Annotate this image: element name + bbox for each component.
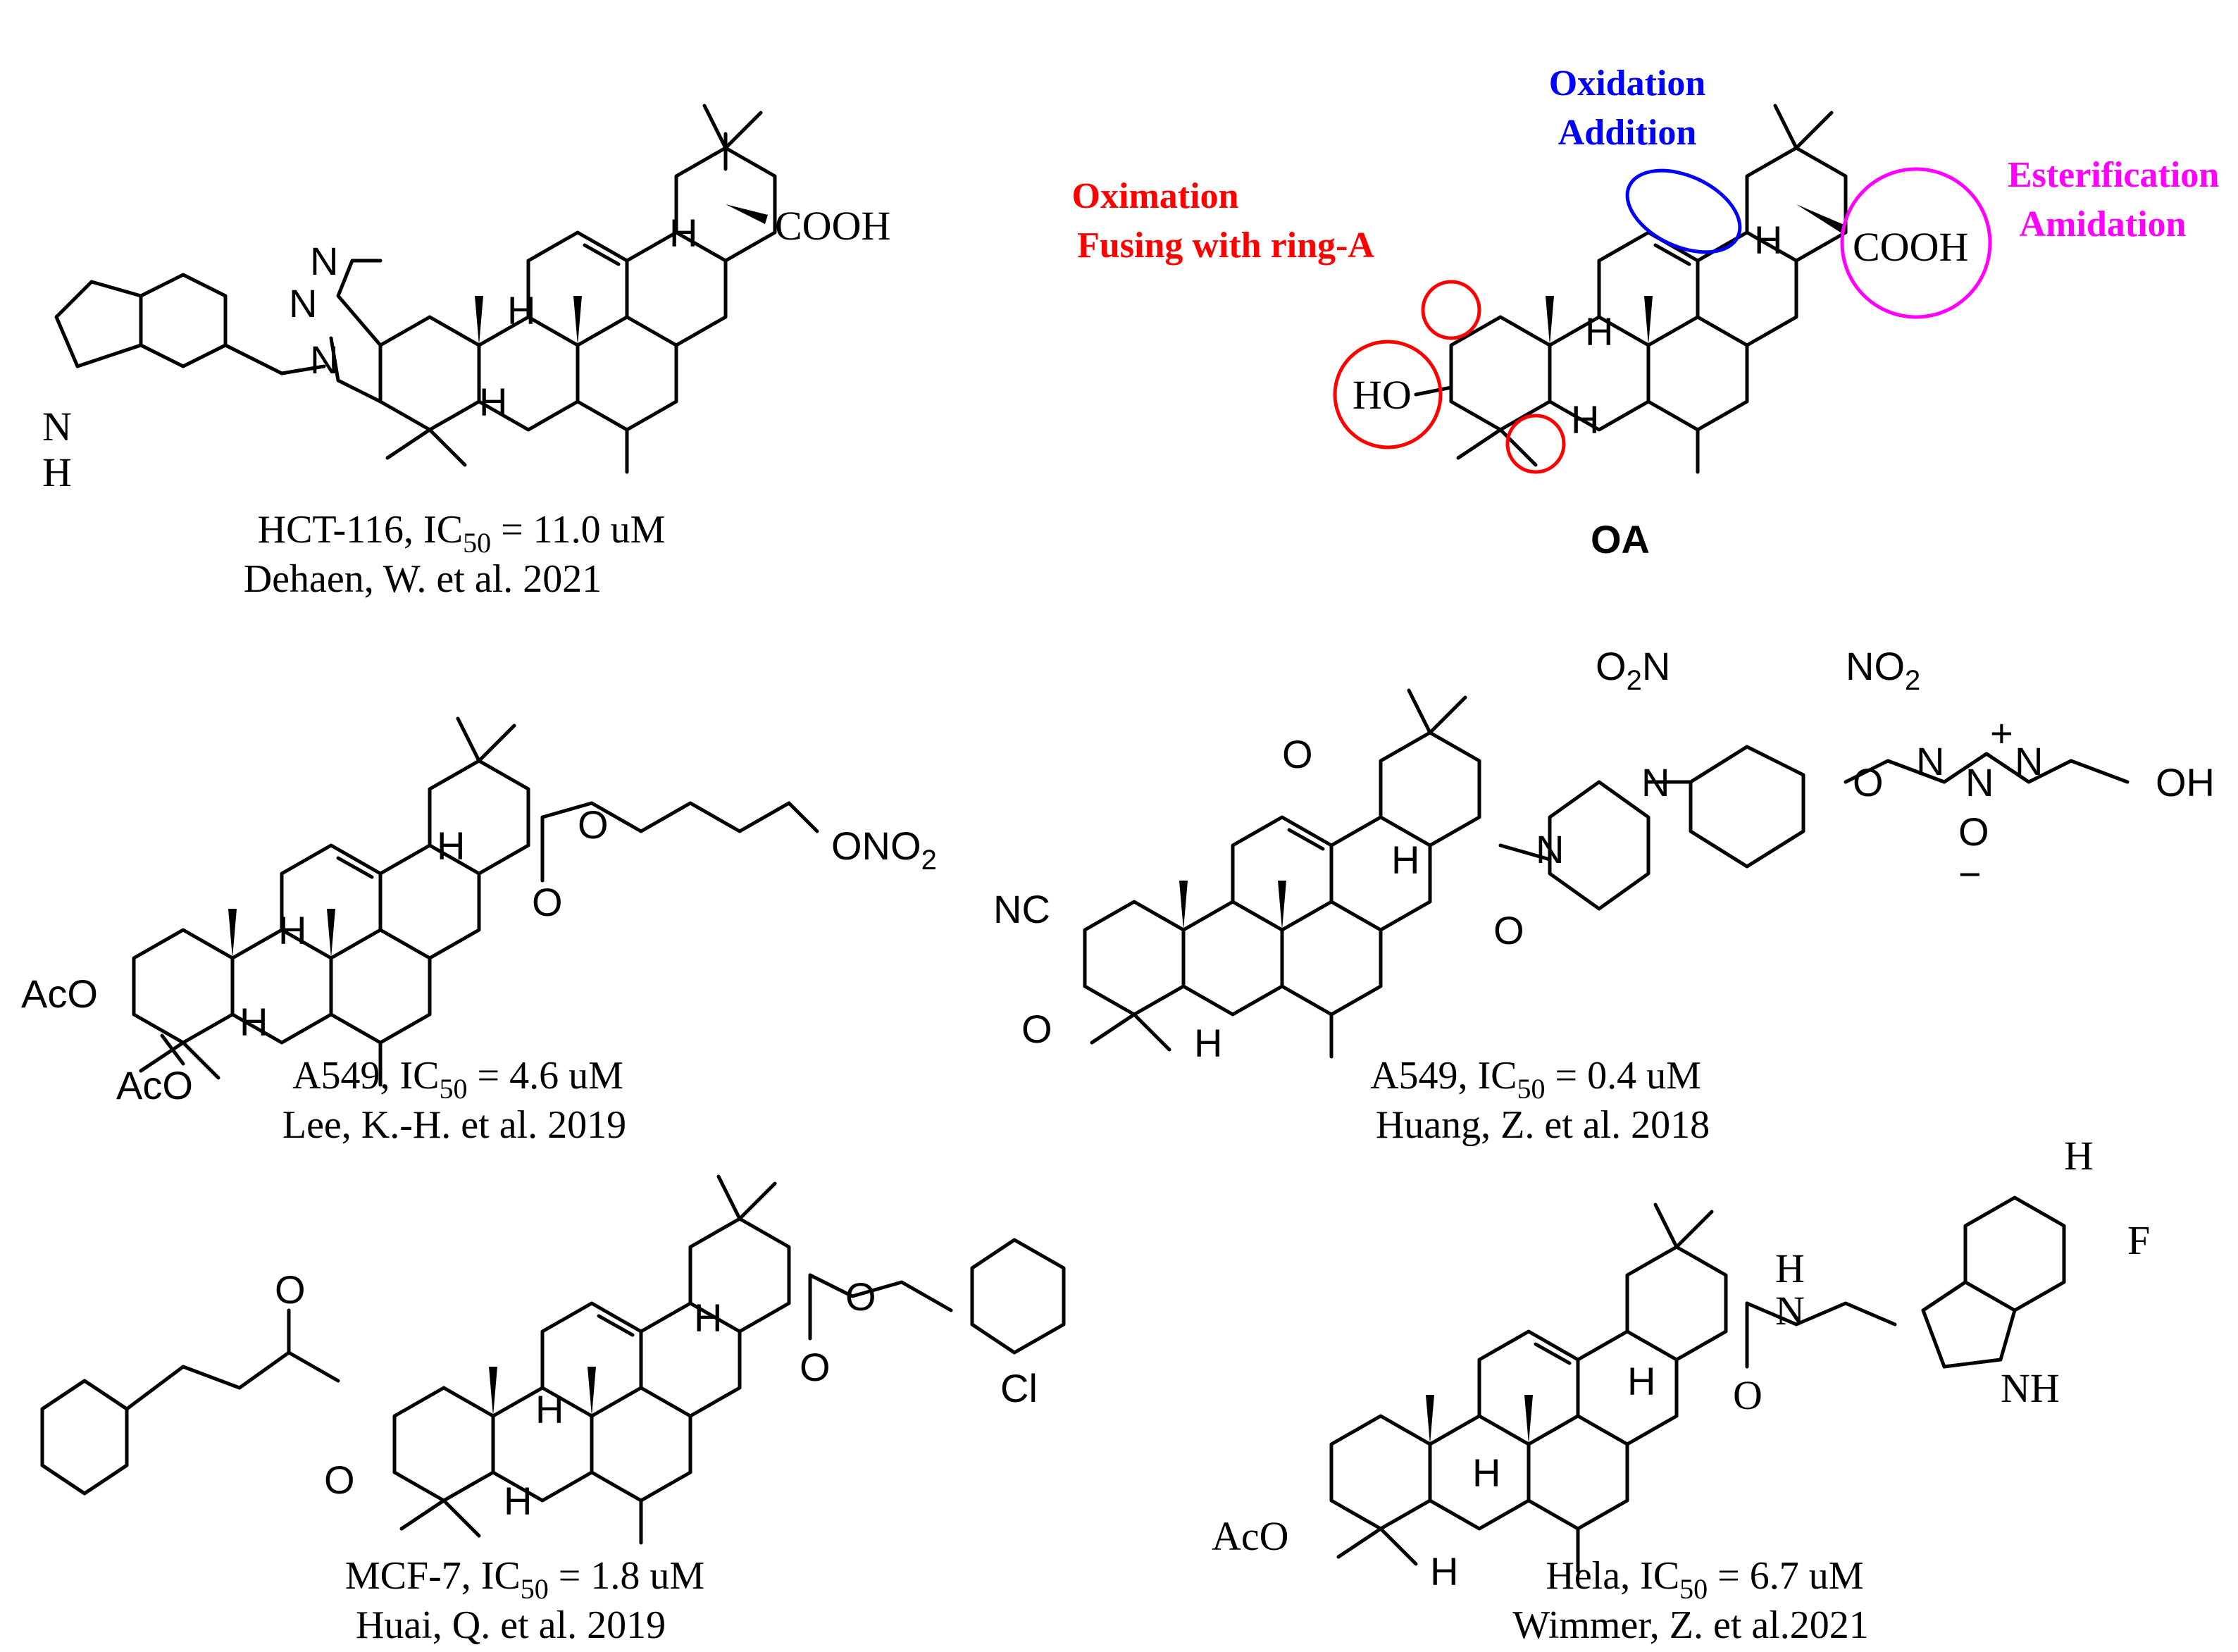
o-atom: O: [1493, 908, 1524, 952]
n-atom: N: [310, 239, 338, 283]
compound-5-reference: Wimmer, Z. et al.2021: [1512, 1603, 1869, 1647]
compound-4-structure: O O O O Cl H H H: [40, 1176, 1066, 1543]
esterification-label: Esterification: [2008, 155, 2219, 195]
nh-label: NH: [2001, 1365, 2060, 1411]
o2n-label: O2N: [1596, 644, 1670, 696]
compound-5-structure: N H O NH H F AcO H H H: [1212, 1133, 2150, 1594]
compound-4-reference: Huai, Q. et al. 2019: [356, 1603, 666, 1647]
h-label: H: [1754, 218, 1782, 262]
minus-charge: −: [1958, 852, 1982, 896]
n-atom: N: [1641, 760, 1670, 805]
n-atom: N: [1916, 739, 1944, 783]
compound-1-reference: Dehaen, W. et al. 2021: [244, 557, 602, 601]
compound-3-structure: NC O O O N N O2N NO2 O N N + O − N OH H …: [993, 644, 2215, 1065]
n-atom: N: [42, 404, 72, 449]
h-label: H: [437, 824, 465, 868]
oa-structure: COOH HO H H H: [1333, 106, 1992, 474]
compound-5-activity: Hela, IC50 = 6.7 uM: [1546, 1554, 1863, 1605]
o-atom: O: [1021, 1007, 1052, 1051]
compound-1-structure: H H H COOH N N N N H: [42, 106, 890, 495]
n-atom: N: [1965, 760, 1994, 805]
ring-a-highlight: [1421, 280, 1481, 340]
aco-label: AcO: [1212, 1513, 1289, 1559]
compound-3-reference: Huang, Z. et al. 2018: [1376, 1103, 1710, 1147]
o-atom: O: [1853, 760, 1884, 805]
h-label: H: [1775, 1246, 1805, 1291]
h-label: H: [240, 1000, 268, 1044]
plus-charge: +: [1990, 711, 2013, 755]
o-atom: O: [1958, 809, 1989, 854]
oh-label: OH: [2156, 760, 2215, 805]
aco-label: AcO: [21, 971, 98, 1016]
o-atom: O: [1282, 732, 1313, 776]
o-atom: O: [532, 880, 563, 924]
cooh-label: COOH: [775, 203, 890, 249]
oximation-label: Oximation: [1072, 176, 1239, 216]
o-atom: O: [800, 1345, 831, 1389]
o-atom: O: [324, 1458, 355, 1502]
cl-label: Cl: [1000, 1366, 1038, 1410]
oa-title: OA: [1591, 517, 1650, 561]
aco-label: AcO: [116, 1063, 193, 1107]
compound-3-activity: A549, IC50 = 0.4 uM: [1370, 1054, 1701, 1105]
n-atom: N: [1536, 827, 1564, 871]
n-atom: N: [2015, 739, 2043, 783]
ho-label: HO: [1353, 372, 1412, 418]
o-atom: O: [275, 1267, 306, 1312]
compound-1-activity: HCT-116, IC50 = 11.0 uM: [258, 508, 666, 559]
h-label: H: [1472, 1451, 1500, 1495]
o-atom: O: [1733, 1372, 1763, 1418]
cooh-label: COOH: [1853, 224, 1968, 270]
h-label: H: [479, 380, 507, 424]
nh-label: N: [1775, 1288, 1805, 1334]
double-bond-highlight: [1625, 168, 1742, 254]
h-label: H: [1430, 1549, 1458, 1594]
nc-label: NC: [993, 887, 1050, 931]
h-label: H: [504, 1479, 532, 1523]
fusing-label: Fusing with ring-A: [1077, 225, 1374, 266]
n-atom: N: [289, 281, 317, 325]
o-atom: O: [578, 802, 609, 847]
h-label: H: [669, 211, 697, 255]
no2-label: NO2: [1846, 644, 1920, 696]
h-label: H: [1585, 309, 1613, 354]
h-label: H: [42, 449, 72, 495]
carboxyl-highlight: [1840, 167, 1992, 319]
compound-2-structure: O O ONO2 AcO AcO H H H: [21, 719, 937, 1107]
h-label: H: [1627, 1359, 1655, 1403]
oxidation-label: Oxidation: [1549, 63, 1706, 104]
h-label: H: [1391, 838, 1419, 882]
compound-2-activity: A549, IC50 = 4.6 uM: [292, 1054, 623, 1105]
o-atom: O: [845, 1274, 876, 1319]
hydroxyl-highlight: [1333, 340, 1443, 449]
amidation-label: Amidation: [2020, 204, 2187, 244]
h-label: H: [507, 288, 535, 333]
h-label: H: [1571, 397, 1599, 442]
compound-4-activity: MCF-7, IC50 = 1.8 uM: [345, 1554, 704, 1605]
h-label: H: [278, 908, 306, 952]
h-label: H: [2064, 1133, 2094, 1179]
h-label: H: [694, 1296, 722, 1340]
f-label: F: [2127, 1217, 2150, 1263]
compound-2-reference: Lee, K.-H. et al. 2019: [282, 1103, 626, 1147]
addition-label: Addition: [1558, 113, 1697, 153]
h-label: H: [535, 1387, 564, 1431]
methyl-highlight: [1505, 414, 1566, 474]
ono2-label: ONO2: [831, 824, 937, 876]
n-atom: N: [310, 337, 338, 382]
h-label: H: [1194, 1021, 1222, 1065]
